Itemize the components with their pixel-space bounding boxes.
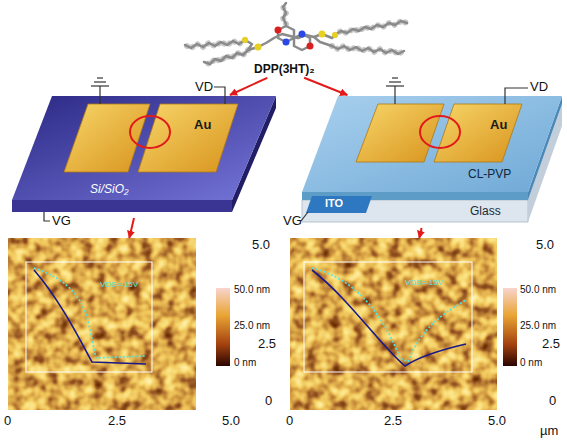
device-top-gate: AuCL-PVP ITO Glass xyxy=(298,95,562,228)
node-text: DPP(3HT)₂ xyxy=(252,62,317,78)
axis-tick: 2.5 xyxy=(108,414,126,429)
node-text: ITO xyxy=(325,197,343,210)
axis-tick: 0 xyxy=(4,414,11,429)
red-arrow xyxy=(304,78,347,95)
node-text: VDS=-15V xyxy=(405,278,443,287)
axis-tick: 5.0 xyxy=(252,238,270,253)
scale-label: 0 nm xyxy=(234,357,256,369)
node-text: Glass xyxy=(470,205,501,219)
scale-label: 0 nm xyxy=(520,357,542,369)
voltage-label: VG xyxy=(283,214,302,229)
node-text: Au xyxy=(194,118,211,133)
molecule-model xyxy=(185,3,407,64)
axis-tick: 0 xyxy=(265,394,272,409)
red-arrow xyxy=(419,228,421,238)
voltage-label: VD xyxy=(195,80,213,95)
afm-panel: VDS=-15V xyxy=(8,238,196,410)
bottom-gate-device xyxy=(12,78,276,221)
voltage-label: VG xyxy=(52,214,71,229)
node-text: CL-PVP xyxy=(468,168,511,182)
molecule-name: DPP(3HT)₂ xyxy=(252,62,317,78)
axis-tick: 5.0 xyxy=(536,238,554,253)
axis-tick: 0 xyxy=(549,394,556,409)
color-scale-bar xyxy=(503,288,517,366)
axis-tick: 5.0 xyxy=(488,414,506,429)
scale-label: 25.0 nm xyxy=(520,320,556,332)
axis-tick: 2.5 xyxy=(542,337,560,352)
axis-tick: 2.5 xyxy=(258,337,276,352)
node-text: VDS=-15V xyxy=(100,280,138,289)
node-text: Au xyxy=(490,118,507,133)
afm-image xyxy=(8,238,196,410)
axis-tick: 2.5 xyxy=(384,414,402,429)
red-arrow xyxy=(129,218,134,238)
axis-tick: 5.0 xyxy=(222,414,240,429)
afm-panel: VDS=-15V xyxy=(290,238,497,410)
scale-label: 50.0 nm xyxy=(234,284,270,296)
scale-label: 50.0 nm xyxy=(520,284,556,296)
node-text: Si/SiO₂ xyxy=(90,183,129,197)
top-gate-device xyxy=(301,78,562,222)
voltage-label: VD xyxy=(530,80,548,95)
axis-unit: µm xyxy=(540,424,558,439)
device-bottom-gate: AuSi/SiO₂ xyxy=(8,95,278,218)
scale-label: 25.0 nm xyxy=(234,320,270,332)
afm-image xyxy=(290,238,497,410)
color-scale-bar xyxy=(216,288,230,366)
axis-tick: 0 xyxy=(286,414,293,429)
red-arrow xyxy=(230,78,267,95)
